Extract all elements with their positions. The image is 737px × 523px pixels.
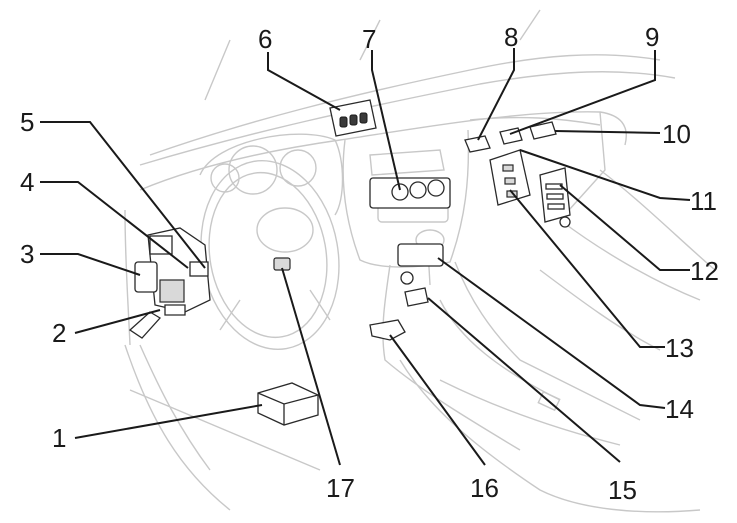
label-1: 1 (52, 423, 66, 453)
label-17: 17 (326, 473, 355, 503)
leader-17 (281, 267, 341, 466)
label-13: 13 (665, 333, 694, 363)
label-3: 3 (20, 239, 34, 269)
label-16: 16 (470, 473, 499, 503)
label-12: 12 (690, 256, 719, 286)
label-10: 10 (662, 119, 691, 149)
parts (128, 99, 571, 426)
leader-11 (519, 149, 691, 201)
leader-15 (427, 297, 621, 463)
part-right-junction-block (489, 149, 571, 228)
label-2: 2 (52, 318, 66, 348)
part-7-center-panel (369, 177, 451, 209)
leader-1 (74, 404, 263, 439)
dashboard-outline (124, 9, 716, 513)
part-15-connector (404, 287, 429, 307)
leader-4 (40, 181, 189, 269)
leader-3 (40, 253, 141, 276)
leader-2 (74, 309, 161, 334)
leader-lines (40, 48, 691, 466)
part-10-relay (529, 121, 557, 140)
part-1-box (257, 382, 319, 426)
leader-12 (559, 184, 690, 271)
label-4: 4 (20, 167, 34, 197)
leader-14 (437, 257, 666, 409)
label-5: 5 (20, 107, 34, 137)
part-14-console-unit (397, 243, 444, 285)
leader-9 (509, 50, 656, 135)
leader-8 (477, 48, 515, 141)
label-11: 11 (690, 186, 717, 216)
number-labels: 1 2 3 4 5 6 7 8 9 10 11 12 13 14 15 16 1… (20, 22, 719, 505)
leader-13 (509, 189, 665, 348)
label-9: 9 (645, 22, 659, 52)
leader-6 (267, 52, 341, 111)
leader-5 (40, 121, 206, 269)
label-8: 8 (504, 22, 518, 52)
label-7: 7 (362, 24, 376, 54)
part-16-unit (369, 319, 406, 341)
part-6-relay-block (329, 99, 377, 137)
leader-16 (389, 334, 486, 466)
label-6: 6 (258, 24, 272, 54)
leader-10 (554, 130, 661, 134)
label-15: 15 (608, 475, 637, 505)
part-left-junction-block (128, 227, 211, 339)
leader-7 (371, 50, 401, 191)
label-14: 14 (665, 394, 694, 424)
